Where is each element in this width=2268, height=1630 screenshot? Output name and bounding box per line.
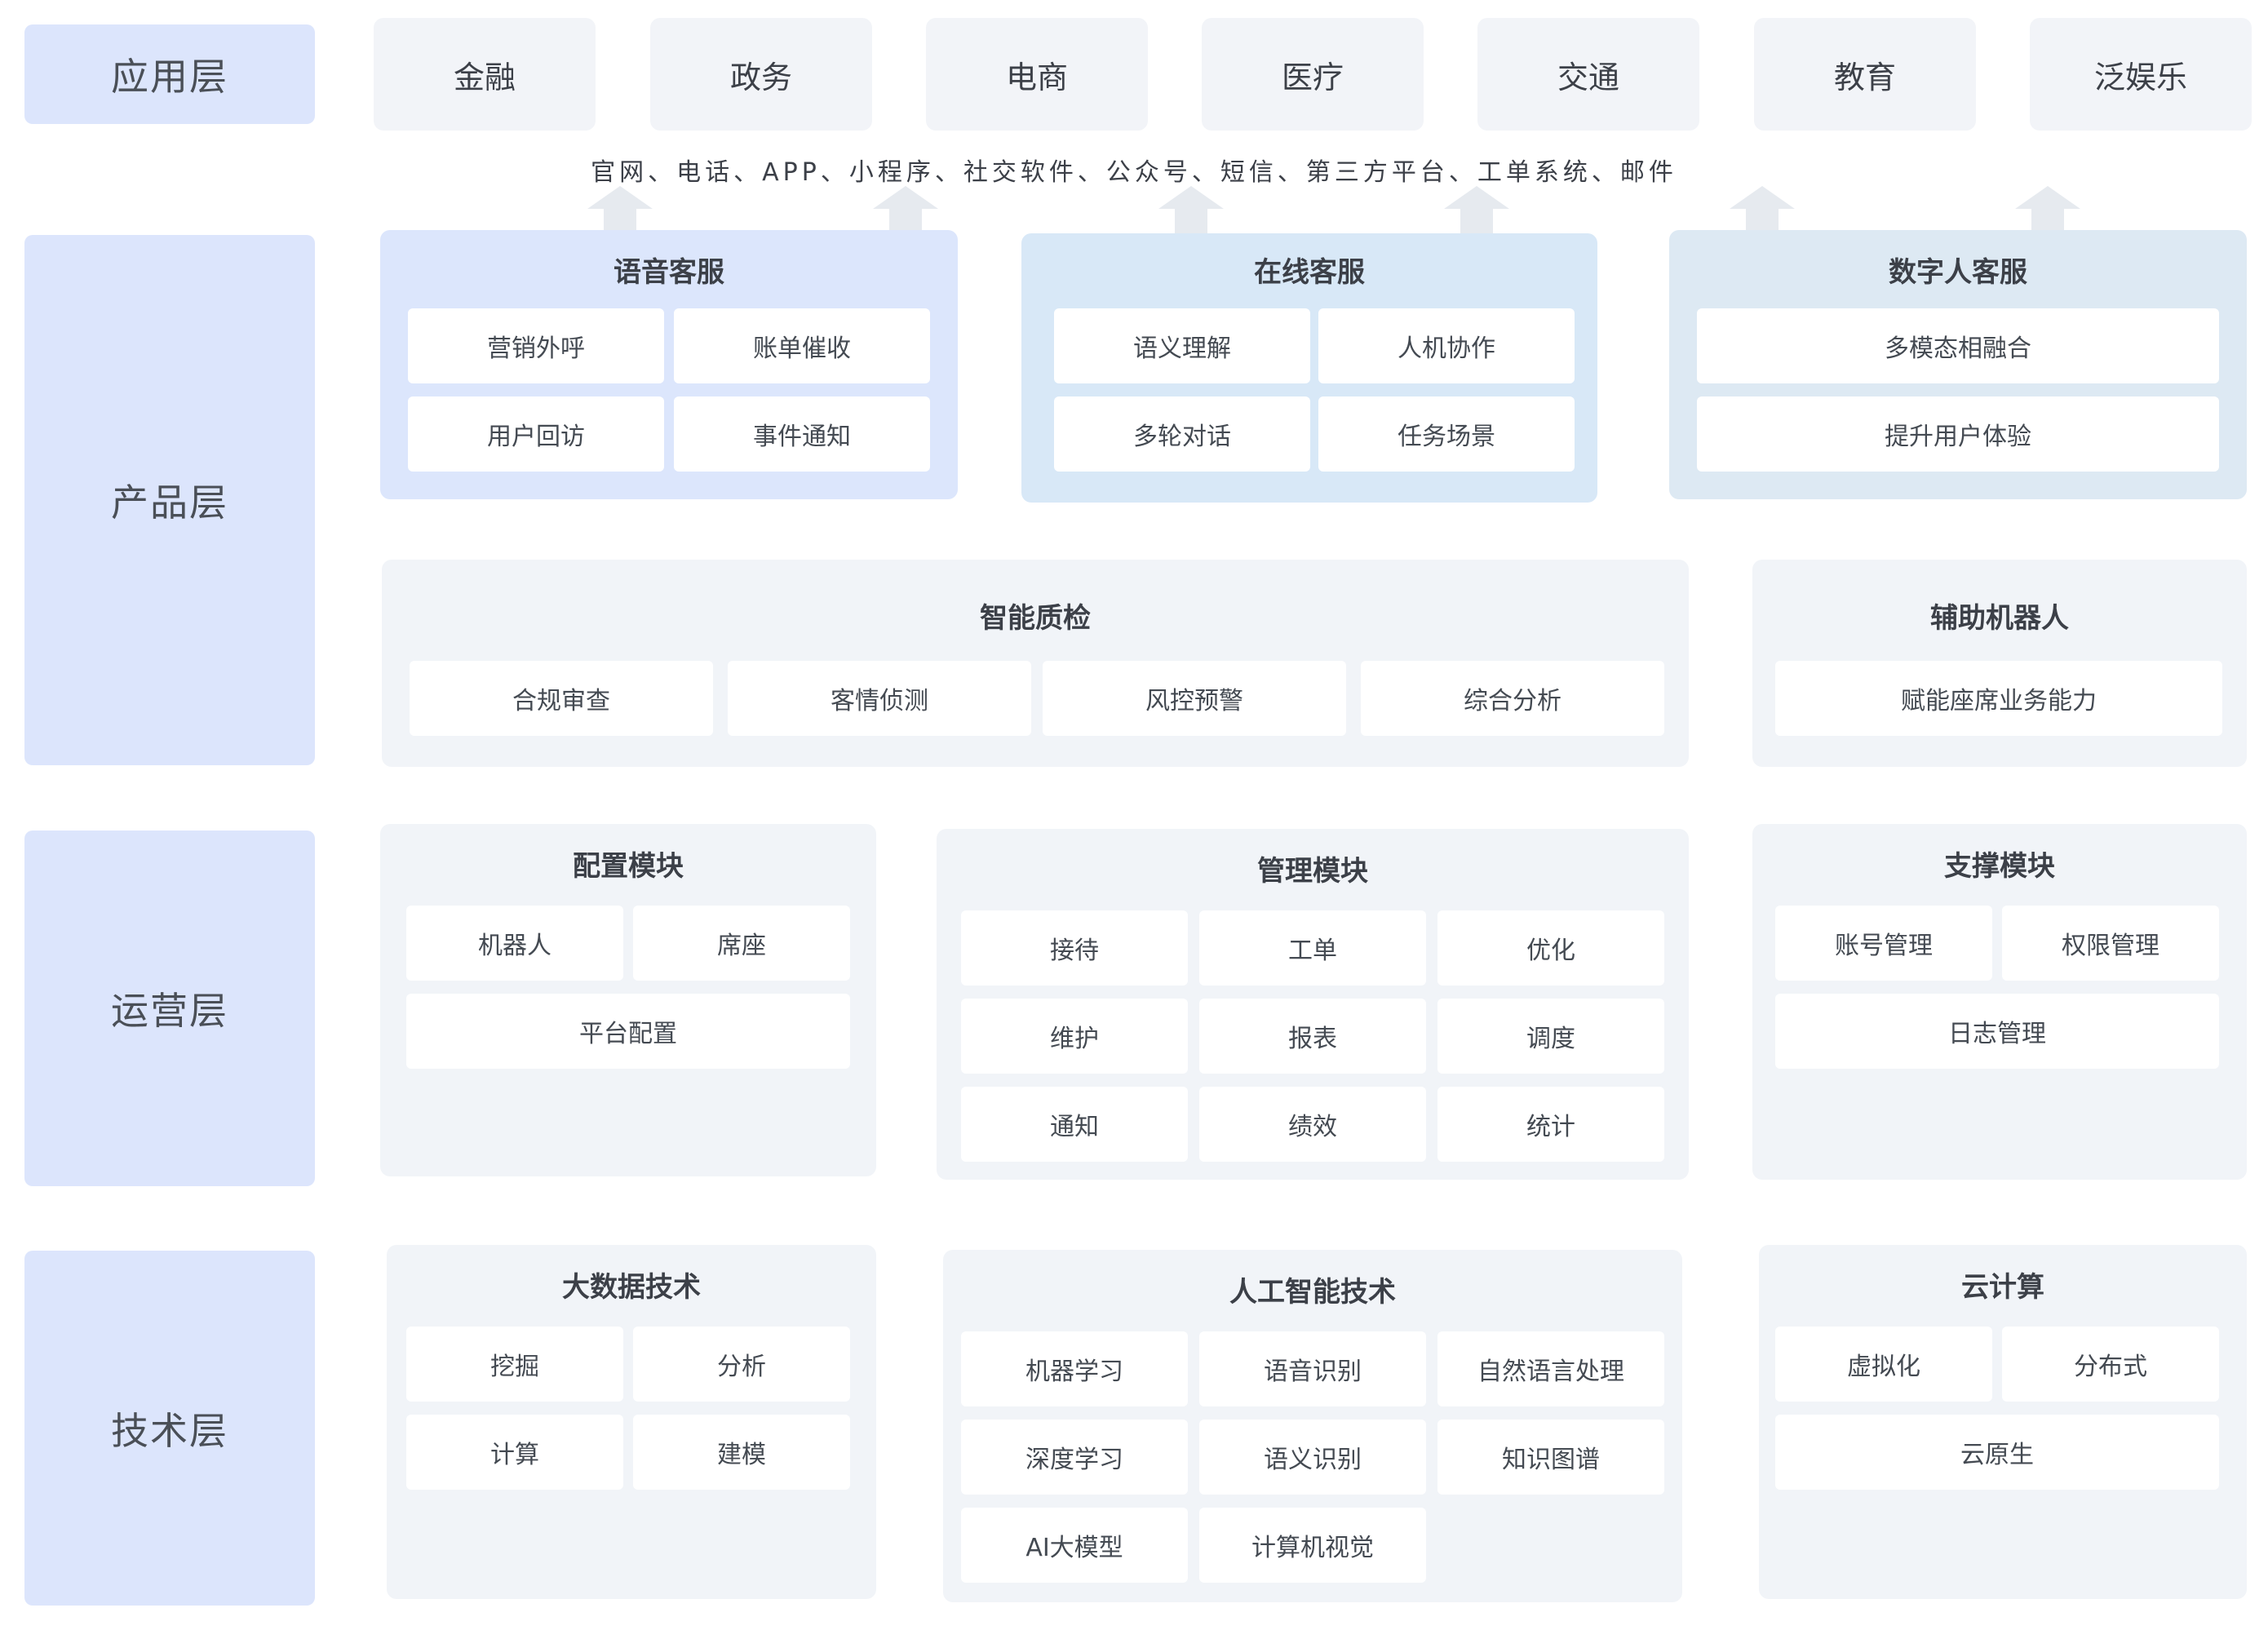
up-arrow-icon [873, 186, 938, 233]
module-item: 人机协作 [1318, 308, 1575, 383]
panel-cloud-computing: 云计算 虚拟化 分布式 云原生 [1759, 1245, 2247, 1599]
module-item: 权限管理 [2002, 906, 2219, 981]
up-arrow-icon [1158, 186, 1224, 233]
module-item: 合规审查 [410, 661, 713, 736]
module-item: 营销外呼 [408, 308, 664, 383]
module-item: 报表 [1199, 999, 1426, 1074]
up-arrow-icon [1444, 186, 1509, 233]
panel-title: 智能质检 [980, 602, 1091, 635]
module-item: 调度 [1437, 999, 1664, 1074]
module-item: 优化 [1437, 910, 1664, 986]
channels-text: 官网、电话、APP、小程序、社交软件、公众号、短信、第三方平台、工单系统、邮件 [591, 158, 1677, 187]
up-arrow-icon [1730, 186, 1795, 233]
industry-medical: 医疗 [1202, 18, 1424, 131]
panel-assist-robot: 辅助机器人 赋能座席业务能力 [1752, 560, 2247, 767]
module-item: 计算 [406, 1415, 623, 1490]
panel-title: 大数据技术 [562, 1271, 701, 1304]
panel-title: 云计算 [1961, 1271, 2044, 1304]
panel-support-module: 支撑模块 账号管理 权限管理 日志管理 [1752, 824, 2247, 1180]
up-arrow-icon [2015, 186, 2080, 233]
industry-transport: 交通 [1477, 18, 1699, 131]
module-item: 云原生 [1775, 1415, 2219, 1490]
industry-government: 政务 [650, 18, 872, 131]
panel-online-service: 在线客服 语义理解 人机协作 多轮对话 任务场景 [1021, 233, 1597, 503]
panel-big-data-tech: 大数据技术 挖掘 分析 计算 建模 [387, 1245, 876, 1599]
module-item: 计算机视觉 [1199, 1508, 1426, 1583]
module-item: 多模态相融合 [1697, 308, 2219, 383]
module-item: 深度学习 [961, 1420, 1188, 1495]
module-item: 账号管理 [1775, 906, 1992, 981]
layer-label-tech: 技术层 [24, 1251, 315, 1606]
panel-title: 人工智能技术 [1229, 1276, 1396, 1309]
module-item: 知识图谱 [1437, 1420, 1664, 1495]
panel-ai-tech: 人工智能技术 机器学习 语音识别 自然语言处理 深度学习 语义识别 知识图谱 A… [943, 1250, 1682, 1602]
module-item: 接待 [961, 910, 1188, 986]
module-item: 挖掘 [406, 1327, 623, 1402]
panel-title: 配置模块 [573, 850, 684, 883]
module-item: 多轮对话 [1054, 396, 1310, 472]
panel-title: 语音客服 [614, 256, 724, 289]
panel-quality-inspection: 智能质检 合规审查 客情侦测 风控预警 综合分析 [382, 560, 1689, 767]
module-item: 日志管理 [1775, 994, 2219, 1069]
layer-label-ops: 运营层 [24, 831, 315, 1186]
module-item: 建模 [633, 1415, 850, 1490]
module-item: 提升用户体验 [1697, 396, 2219, 472]
module-item: 客情侦测 [728, 661, 1031, 736]
panel-title: 辅助机器人 [1930, 602, 2069, 635]
module-item: 风控预警 [1043, 661, 1346, 736]
layer-label-product: 产品层 [24, 235, 315, 765]
module-item: 自然语言处理 [1437, 1331, 1664, 1406]
module-item: 统计 [1437, 1087, 1664, 1162]
module-item: 分布式 [2002, 1327, 2219, 1402]
panel-title: 数字人客服 [1889, 256, 2027, 289]
module-item: 语义理解 [1054, 308, 1310, 383]
module-item: 分析 [633, 1327, 850, 1402]
module-item: 平台配置 [406, 994, 850, 1069]
panel-title: 支撑模块 [1944, 850, 2055, 883]
module-item: 机器人 [406, 906, 623, 981]
module-item: 绩效 [1199, 1087, 1426, 1162]
module-item: 综合分析 [1361, 661, 1664, 736]
module-item: 虚拟化 [1775, 1327, 1992, 1402]
panel-management-module: 管理模块 接待 工单 优化 维护 报表 调度 通知 绩效 统计 [937, 829, 1689, 1180]
industry-entertainment: 泛娱乐 [2030, 18, 2252, 131]
panel-voice-service: 语音客服 营销外呼 账单催收 用户回访 事件通知 [380, 230, 958, 499]
industry-education: 教育 [1754, 18, 1976, 131]
industry-finance: 金融 [374, 18, 596, 131]
module-item: 账单催收 [674, 308, 930, 383]
module-item: AI大模型 [961, 1508, 1188, 1583]
up-arrow-icon [587, 186, 653, 233]
module-item: 用户回访 [408, 396, 664, 472]
module-item: 事件通知 [674, 396, 930, 472]
module-item: 通知 [961, 1087, 1188, 1162]
module-item: 语音识别 [1199, 1331, 1426, 1406]
panel-title: 在线客服 [1254, 256, 1365, 289]
panel-title: 管理模块 [1257, 855, 1368, 888]
module-item: 任务场景 [1318, 396, 1575, 472]
module-item: 语义识别 [1199, 1420, 1426, 1495]
module-item: 席座 [633, 906, 850, 981]
module-item: 赋能座席业务能力 [1775, 661, 2222, 736]
panel-digital-human-service: 数字人客服 多模态相融合 提升用户体验 [1669, 230, 2247, 499]
module-item: 工单 [1199, 910, 1426, 986]
module-item: 机器学习 [961, 1331, 1188, 1406]
layer-label-app: 应用层 [24, 24, 315, 124]
module-item: 维护 [961, 999, 1188, 1074]
panel-config-module: 配置模块 机器人 席座 平台配置 [380, 824, 876, 1176]
industry-ecommerce: 电商 [926, 18, 1148, 131]
